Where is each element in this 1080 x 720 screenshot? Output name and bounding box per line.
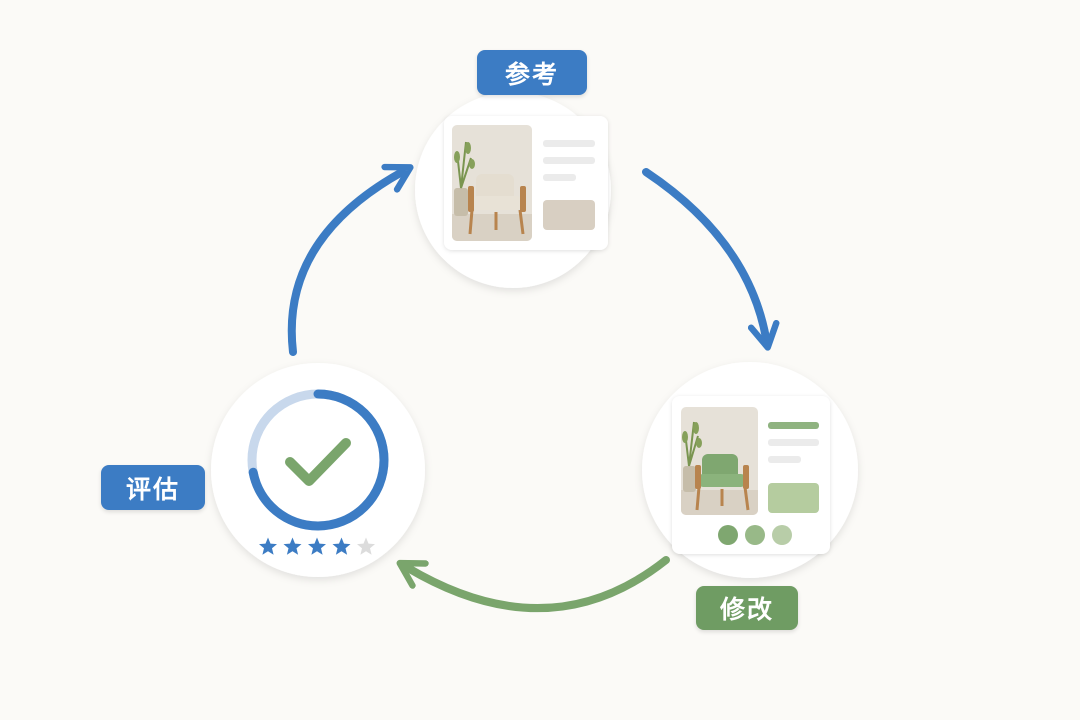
reference-text-line xyxy=(543,157,595,164)
modify-text-line xyxy=(768,439,819,446)
node-modify xyxy=(642,362,858,578)
node-evaluate xyxy=(211,363,425,577)
star-empty-icon xyxy=(357,537,375,555)
star-filled-icon xyxy=(332,537,351,555)
reference-card xyxy=(444,116,608,250)
reference-placeholder-block xyxy=(543,200,595,230)
modify-placeholder-block xyxy=(768,483,819,513)
color-swatch xyxy=(718,525,738,545)
progress-ring-arc xyxy=(247,389,389,531)
modify-text-line xyxy=(768,422,819,429)
arrow-evaluate-to-reference xyxy=(287,163,414,356)
label-modify: 修改 xyxy=(696,586,798,630)
arrow-reference-to-modify xyxy=(642,168,780,351)
label-evaluate: 评估 xyxy=(101,465,205,510)
node-reference xyxy=(415,92,611,288)
label-reference: 参考 xyxy=(477,50,587,95)
star-filled-icon xyxy=(308,537,326,555)
star-rating xyxy=(259,537,375,555)
reference-chair-photo xyxy=(452,125,532,241)
arrow-modify-to-evaluate xyxy=(396,556,670,612)
color-swatch xyxy=(745,525,765,545)
modify-card xyxy=(672,396,830,554)
star-filled-icon xyxy=(259,537,277,555)
star-filled-icon xyxy=(283,537,302,555)
modify-chair-photo xyxy=(681,407,758,515)
reference-text-line xyxy=(543,174,576,181)
color-swatches xyxy=(718,525,792,545)
reference-text-line xyxy=(543,140,595,147)
checkmark-icon xyxy=(285,438,351,486)
color-swatch xyxy=(772,525,792,545)
modify-text-line xyxy=(768,456,801,463)
